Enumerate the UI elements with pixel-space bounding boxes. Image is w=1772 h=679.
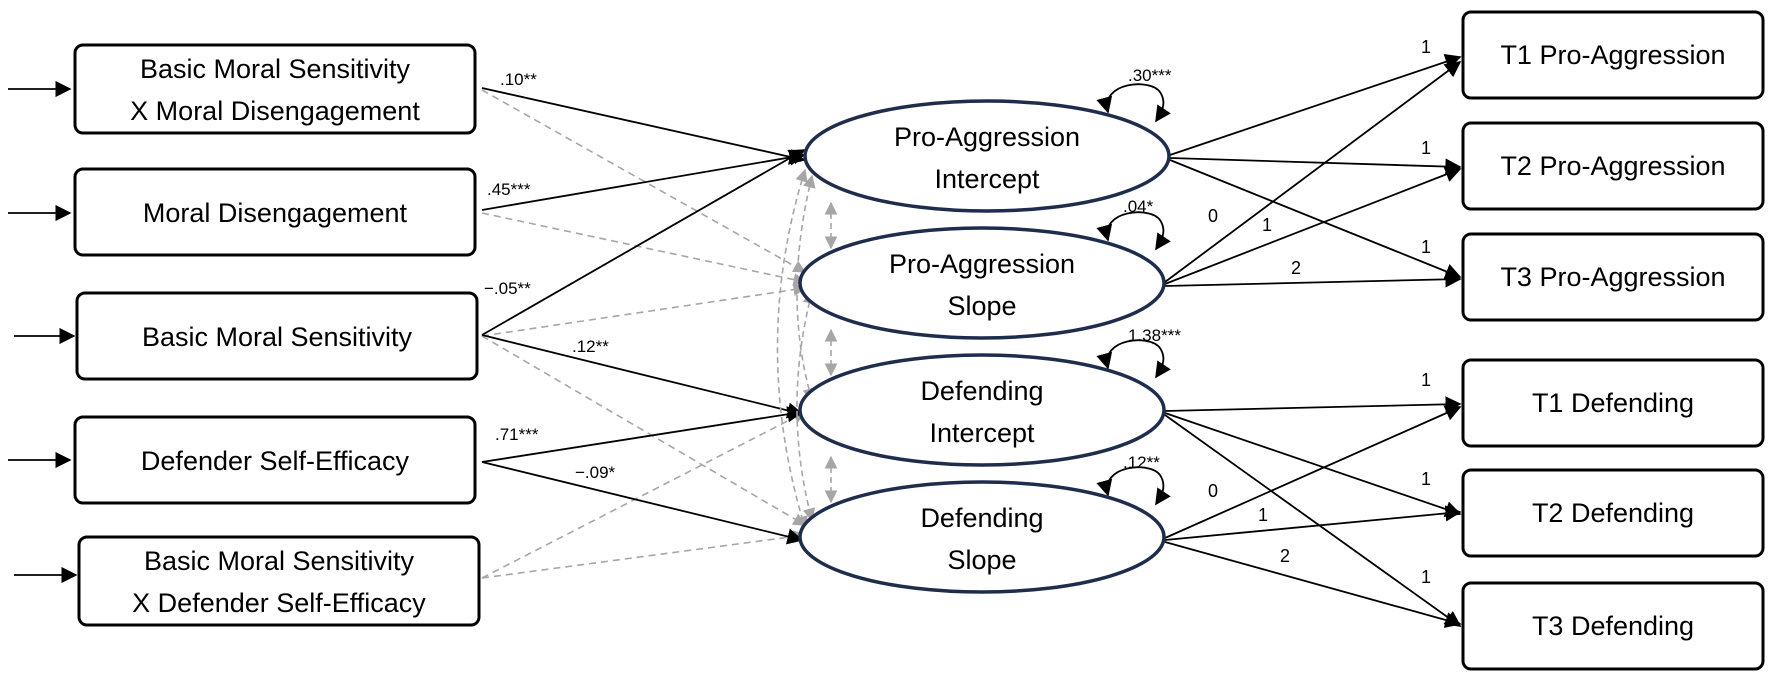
- path-coefficient: −.09*: [575, 463, 616, 482]
- predictor-label: Basic Moral Sensitivity: [142, 322, 413, 352]
- latent-ellipse-3: Defending Slope: [798, 480, 1166, 594]
- latent-label: Slope: [947, 291, 1016, 321]
- predictor-label: Basic Moral Sensitivity: [140, 54, 411, 84]
- loading-label: 1: [1421, 237, 1431, 257]
- outcome-box-2: T3 Pro-Aggression: [1461, 232, 1765, 322]
- loading-label: 2: [1280, 546, 1290, 566]
- load-di-t2: [1164, 412, 1462, 517]
- predictor-box-2: Basic Moral Sensitivity: [75, 291, 479, 381]
- path-1-0: [481, 149, 806, 211]
- path-coefficient: .45***: [487, 180, 531, 199]
- loading-label: 1: [1421, 469, 1431, 489]
- path-coefficient: .71***: [495, 425, 539, 444]
- predictor-label: Defender Self-Efficacy: [141, 446, 410, 476]
- predictor-box-3: Defender Self-Efficacy: [73, 415, 477, 505]
- outcome-label: T1 Defending: [1532, 388, 1694, 418]
- path-ns-2-3: [481, 335, 807, 526]
- outcome-label: T2 Defending: [1532, 498, 1694, 528]
- predictor-box-4: Basic Moral Sensitivity X Defender Self-…: [77, 535, 481, 627]
- loading-label: 2: [1291, 258, 1301, 278]
- loading-label: 1: [1421, 370, 1431, 390]
- path-ns-0-1: [481, 89, 807, 273]
- predictor-box-1: Moral Disengagement: [73, 167, 477, 257]
- outcome-box-4: T2 Defending: [1461, 468, 1765, 558]
- load-pai-t3: [1169, 159, 1462, 280]
- loading-label: 1: [1258, 505, 1268, 525]
- path-ns-4-2: [481, 411, 807, 579]
- load-pas-t1: [1164, 61, 1462, 283]
- outcome-box-1: T2 Pro-Aggression: [1461, 121, 1765, 211]
- latent-label: Defending: [920, 376, 1043, 406]
- outcome-label: T2 Pro-Aggression: [1500, 151, 1725, 181]
- path-3-3: [481, 461, 804, 545]
- latent-label: Defending: [920, 503, 1043, 533]
- load-ds-t2: [1164, 505, 1462, 541]
- loading-label: 1: [1421, 138, 1431, 158]
- path-coefficient: −.05**: [484, 279, 531, 298]
- outcome-label: T3 Pro-Aggression: [1500, 262, 1725, 292]
- loading-label: 0: [1208, 206, 1218, 226]
- load-pai-t2: [1169, 157, 1462, 175]
- cov-0-3: [776, 168, 808, 530]
- load-pas-t2: [1164, 166, 1462, 285]
- path-0-0: [481, 87, 806, 165]
- path-2-0: [481, 149, 806, 336]
- loading-label: 1: [1262, 215, 1272, 235]
- latent-label: Pro-Aggression: [889, 249, 1075, 279]
- latent-label: Slope: [947, 545, 1016, 575]
- predictor-label: X Moral Disengagement: [130, 96, 420, 126]
- predictor-box-0: Basic Moral Sensitivity X Moral Disengag…: [73, 43, 477, 135]
- latent-ellipse-0: Pro-Aggression Intercept: [803, 99, 1171, 213]
- load-pas-t3: [1164, 271, 1462, 288]
- loading-label: 1: [1421, 37, 1431, 57]
- path-coefficient: .10**: [500, 70, 537, 89]
- load-di-t3: [1164, 414, 1462, 627]
- latent-label: Intercept: [934, 164, 1040, 194]
- outcome-label: T3 Defending: [1532, 611, 1694, 641]
- predictor-label: Moral Disengagement: [143, 198, 408, 228]
- outcome-label: T1 Pro-Aggression: [1500, 40, 1725, 70]
- latent-label: Pro-Aggression: [894, 122, 1080, 152]
- latent-ellipse-2: Defending Intercept: [798, 353, 1166, 467]
- load-ds-t3: [1164, 541, 1462, 628]
- load-ds-t1: [1164, 405, 1462, 539]
- path-coefficient: .12**: [572, 337, 609, 356]
- latent-ellipse-1: Pro-Aggression Slope: [798, 226, 1166, 340]
- load-di-t1: [1164, 396, 1462, 413]
- load-pai-t1: [1169, 53, 1462, 156]
- predictor-label: Basic Moral Sensitivity: [144, 546, 415, 576]
- predictor-label: X Defender Self-Efficacy: [132, 588, 426, 618]
- path-ns-4-3: [481, 530, 807, 579]
- path-ns-2-1: [481, 283, 807, 337]
- variance-label: .12**: [1123, 453, 1160, 472]
- path-2-2: [481, 334, 804, 419]
- path-ns-1-1: [481, 212, 807, 286]
- latent-label: Intercept: [929, 418, 1035, 448]
- outcome-box-0: T1 Pro-Aggression: [1461, 10, 1765, 100]
- loading-label: 1: [1421, 567, 1431, 587]
- variance-label: .30***: [1128, 66, 1172, 85]
- variance-loop-1: [1096, 211, 1171, 251]
- path-3-2: [481, 406, 804, 463]
- variance-loop-2: [1096, 339, 1171, 379]
- variance-label: .04*: [1123, 197, 1154, 216]
- variance-label: 1.38***: [1128, 326, 1181, 345]
- variance-loop-3: [1096, 466, 1171, 506]
- variance-loop-0: [1096, 83, 1171, 123]
- outcome-box-3: T1 Defending: [1461, 358, 1765, 448]
- loading-label: 0: [1208, 481, 1218, 501]
- outcome-box-5: T3 Defending: [1461, 581, 1765, 671]
